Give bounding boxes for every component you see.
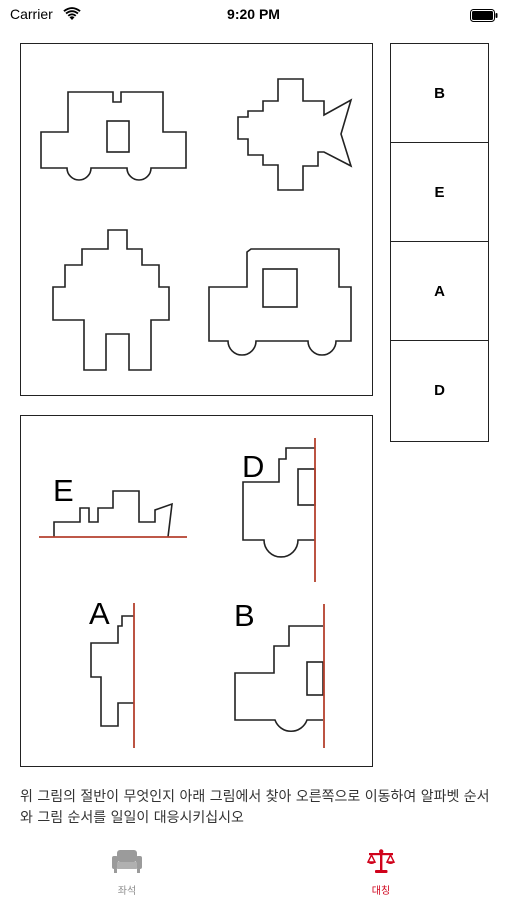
tab-symmetry[interactable]: 대칭 [341, 848, 421, 897]
locomotive-figure [40, 91, 187, 181]
answer-slot-2[interactable]: E [391, 143, 488, 242]
tab-seat[interactable]: 좌석 [87, 848, 167, 897]
answer-slot-3[interactable]: A [391, 242, 488, 341]
answer-slot-4[interactable]: D [434, 382, 445, 399]
airplane-figure [237, 78, 353, 191]
sofa-icon [87, 848, 167, 878]
status-bar: Carrier 9:20 PM [0, 0, 507, 30]
robot-figure [52, 229, 170, 371]
carrier-label: Carrier [10, 6, 53, 22]
tab-symmetry-label: 대칭 [371, 886, 391, 897]
truck-figure [208, 248, 352, 356]
clock: 9:20 PM [227, 6, 280, 22]
piece-b-label: B [234, 598, 255, 633]
piece-a-label: A [89, 596, 110, 631]
answer-slot-1[interactable]: B [391, 44, 488, 143]
full-figures-panel [20, 43, 373, 396]
tab-seat-label: 좌석 [117, 886, 137, 897]
piece-d-label: D [242, 449, 265, 484]
instruction-text: 위 그림의 절반이 무엇인지 아래 그림에서 찾아 오른쪽으로 이동하여 알파벳… [20, 789, 490, 826]
piece-e-label: E [53, 473, 74, 508]
piece-b-shape[interactable] [234, 604, 325, 748]
piece-d-shape[interactable] [242, 438, 316, 582]
scale-icon [341, 848, 421, 878]
answer-column: B E A D [390, 43, 489, 442]
tab-bar: 좌석 대칭 [0, 840, 507, 900]
piece-a-shape[interactable] [90, 603, 135, 748]
battery-icon [470, 7, 498, 26]
piece-e-shape[interactable] [39, 490, 187, 538]
wifi-icon [63, 6, 81, 25]
half-pieces-panel: E D A B [20, 415, 373, 767]
